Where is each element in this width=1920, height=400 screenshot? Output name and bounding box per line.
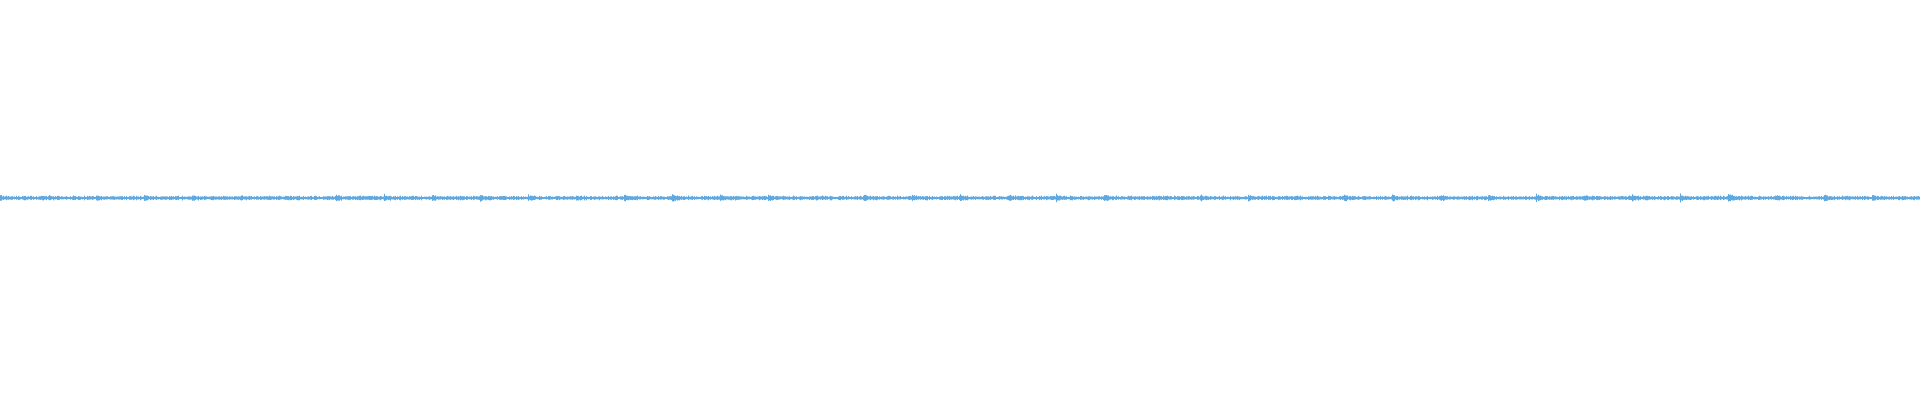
waveform-bars bbox=[0, 193, 1920, 203]
